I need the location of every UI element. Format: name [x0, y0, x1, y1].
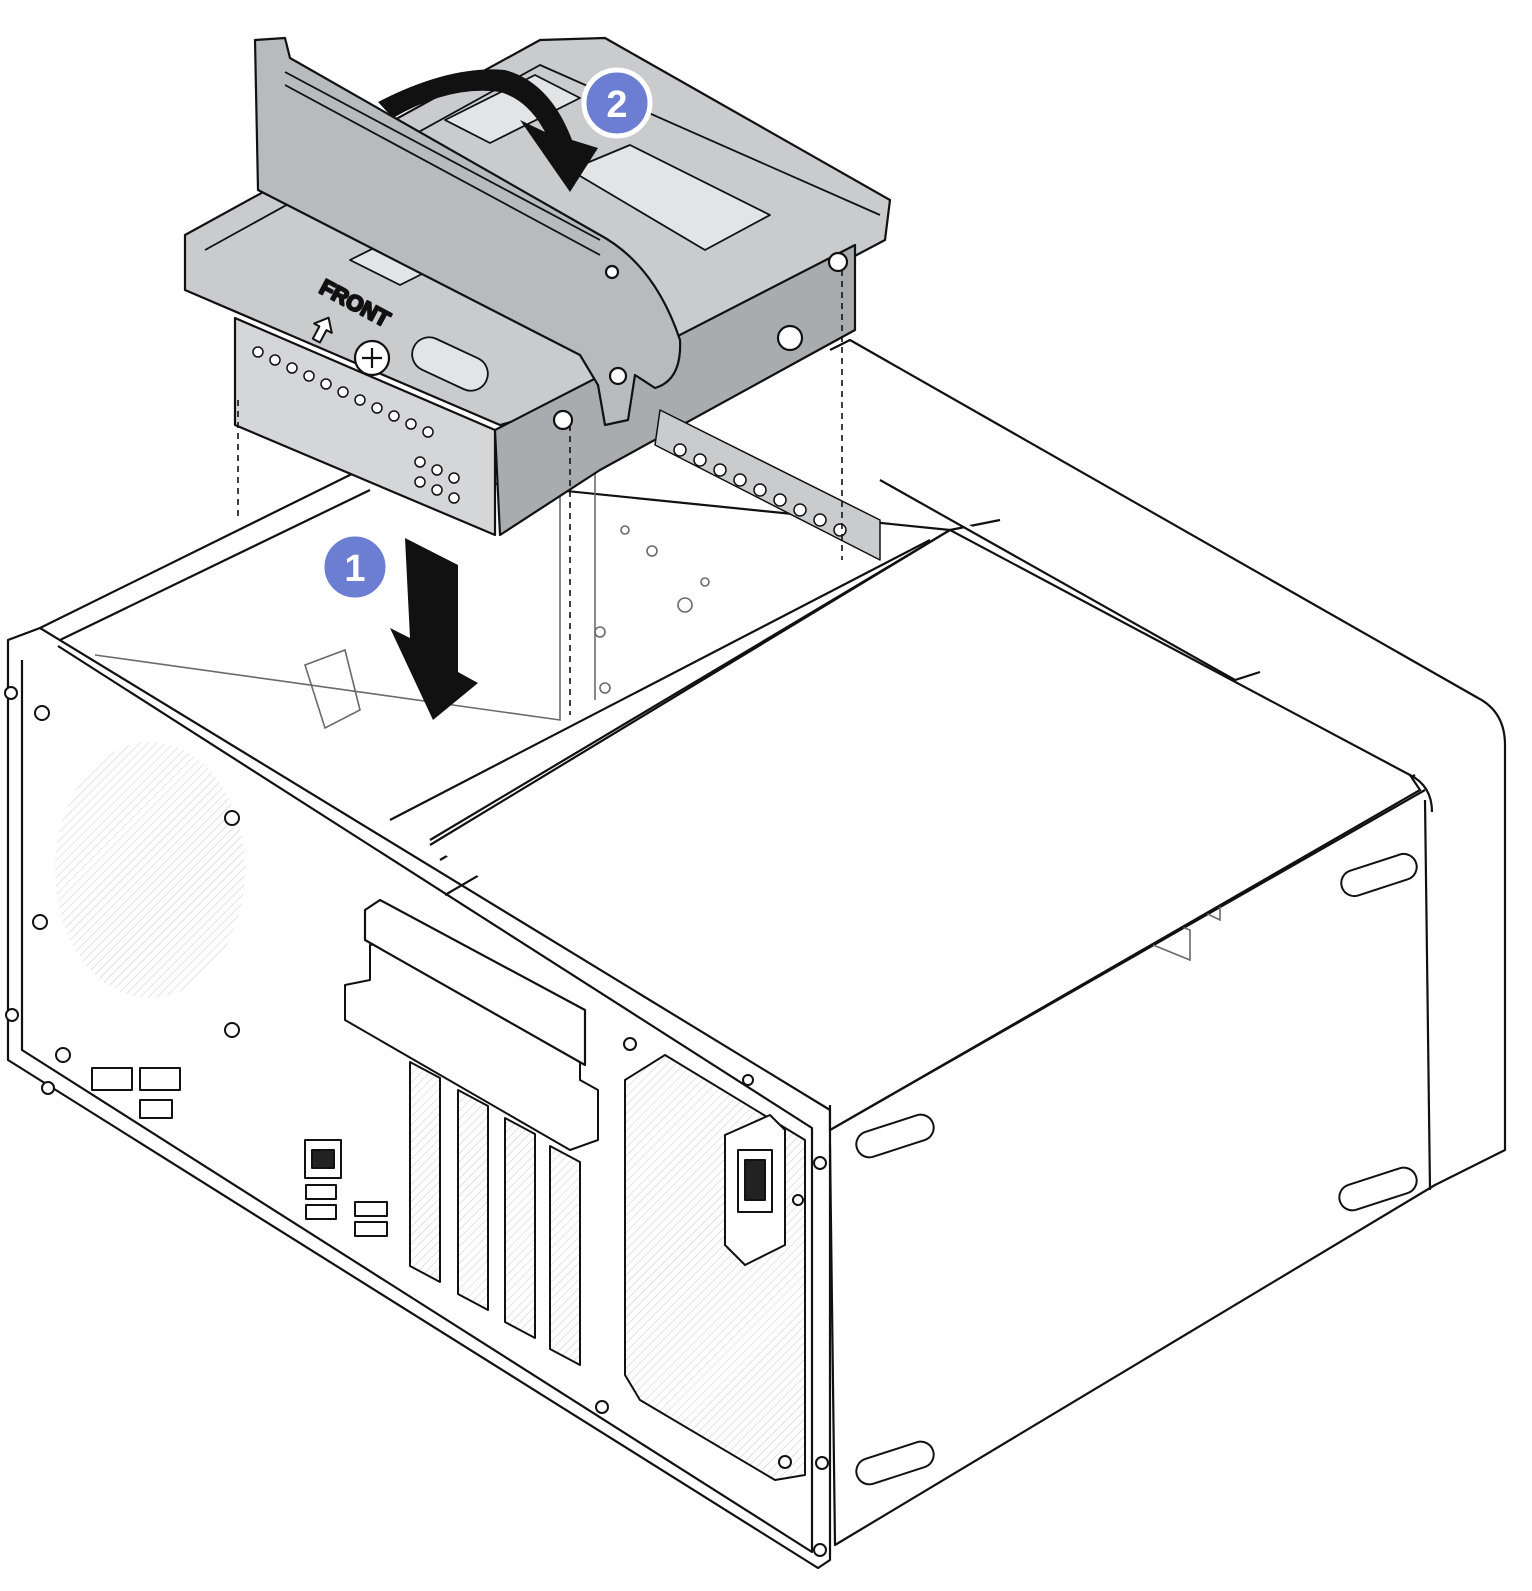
screw-icon [353, 251, 849, 431]
alignment-guides [237, 270, 843, 715]
screw-icon [4, 686, 829, 1557]
lower-cage-vent-holes [654, 409, 881, 561]
callout-1: 1 [319, 531, 391, 603]
expansion-slot-covers [409, 1061, 581, 1366]
power-socket-icon [724, 1114, 786, 1266]
drive-cage-side-wall [493, 243, 857, 537]
drive-cage-vent-holes [252, 346, 460, 504]
side-panel-front-edge [1423, 799, 1432, 1191]
callout-2-number: 2 [606, 84, 627, 126]
drive-cage-front-wall [233, 316, 497, 537]
curved-rotate-arrow-icon [378, 69, 598, 192]
drive-cage-handle[interactable] [253, 36, 682, 427]
rear-io-ports [55, 1047, 388, 1237]
chassis-top-rails [429, 479, 1422, 1132]
down-arrow-icon [390, 538, 478, 720]
callout-1-number: 1 [344, 548, 365, 590]
rear-fan-grill [55, 742, 245, 998]
side-vent-slots [855, 852, 1418, 1486]
pcie-bracket [344, 939, 599, 1151]
callout-2: 2 [581, 67, 653, 139]
front-arrow-icon [311, 316, 333, 344]
